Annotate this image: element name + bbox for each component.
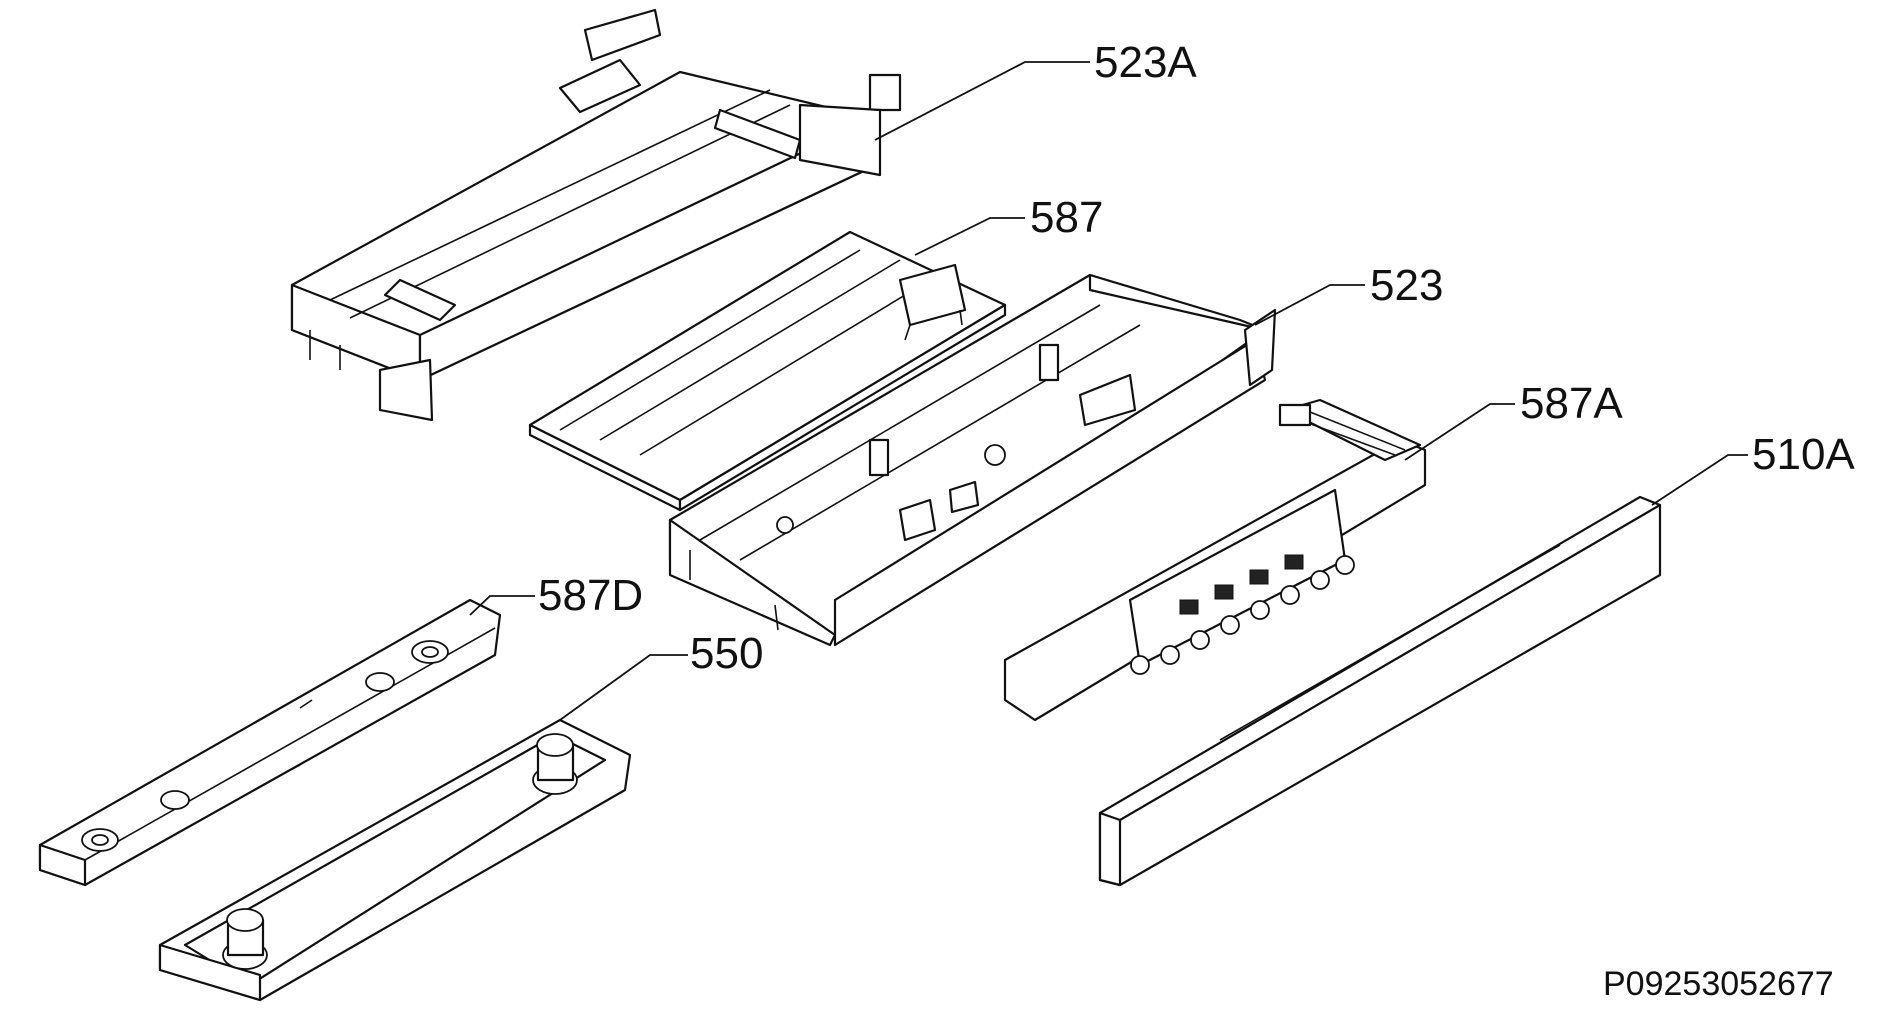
part-523-lower-housing xyxy=(668,273,1277,647)
part-587d-plate xyxy=(38,598,502,887)
label-523: 523 xyxy=(1370,261,1443,310)
label-587a: 587A xyxy=(1520,379,1623,428)
drawing-reference-number: P09253052677 xyxy=(1603,965,1834,1003)
label-587: 587 xyxy=(1030,193,1103,242)
part-587-pcb xyxy=(528,230,1007,512)
label-523a: 523A xyxy=(1094,38,1197,87)
label-510a: 510A xyxy=(1752,430,1855,479)
part-523a-upper-housing xyxy=(290,8,902,422)
leader-lines xyxy=(469,61,1748,721)
part-587a-control-board xyxy=(1003,398,1427,722)
part-550-keypad-frame xyxy=(158,718,632,1002)
label-587d: 587D xyxy=(538,571,643,620)
label-550: 550 xyxy=(690,629,763,678)
part-510a-front-panel xyxy=(1098,495,1662,887)
